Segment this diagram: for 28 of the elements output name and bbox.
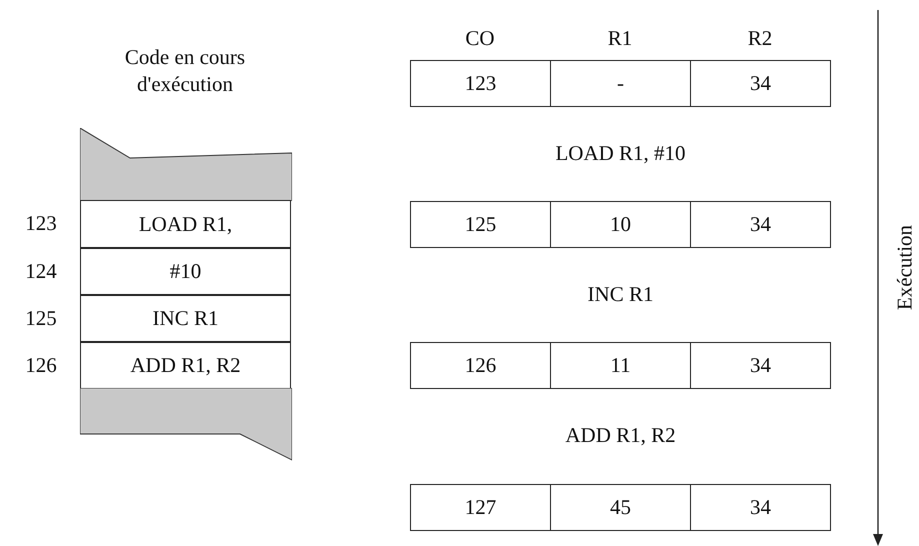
- memory-cell: ADD R1, R2: [80, 342, 291, 389]
- register-cell: 45: [550, 484, 691, 531]
- title: Code en cours d'exécution: [124, 44, 246, 98]
- register-cell: 10: [550, 201, 691, 248]
- memory-address: 123: [24, 211, 58, 236]
- column-header: R2: [746, 26, 774, 51]
- register-cell: 34: [690, 201, 831, 248]
- column-header: CO: [464, 26, 496, 51]
- register-cell: 125: [410, 201, 551, 248]
- column-header: R1: [606, 26, 634, 51]
- register-cell: 127: [410, 484, 551, 531]
- register-cell: 34: [690, 60, 831, 107]
- axis-label: Exécution: [892, 224, 918, 312]
- register-cell: -: [550, 60, 691, 107]
- register-cell: 34: [690, 484, 831, 531]
- register-cell: 11: [550, 342, 691, 389]
- instruction-text: ADD R1, R2: [564, 423, 677, 448]
- instruction-text: INC R1: [586, 282, 654, 307]
- memory-address: 126: [24, 353, 58, 378]
- memory-cell: #10: [80, 248, 291, 295]
- instruction-text: LOAD R1, #10: [554, 141, 687, 166]
- register-cell: 34: [690, 342, 831, 389]
- memory-cell: INC R1: [80, 295, 291, 342]
- register-cell: 126: [410, 342, 551, 389]
- memory-address: 124: [24, 259, 58, 284]
- memory-cell: LOAD R1,: [80, 200, 291, 248]
- memory-address: 125: [24, 306, 58, 331]
- register-cell: 123: [410, 60, 551, 107]
